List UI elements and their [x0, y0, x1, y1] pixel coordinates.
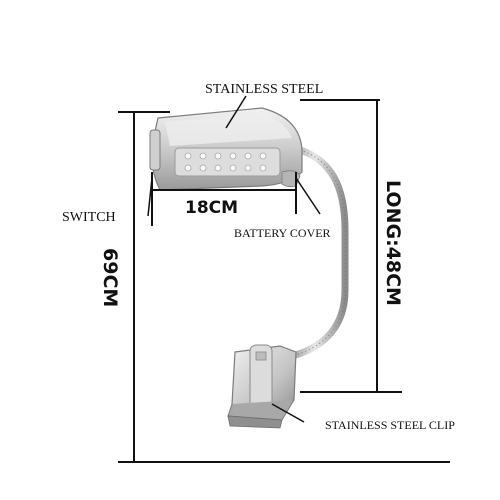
dimension-lines [118, 99, 450, 463]
leader-lines [147, 95, 321, 423]
label-neck-length: LONG:48CM [382, 180, 404, 306]
label-stainless-steel: STAINLESS STEEL [205, 82, 323, 97]
label-total-height: 69CM [99, 248, 121, 307]
switch-cap [149, 129, 161, 171]
clip-base [227, 344, 297, 429]
label-switch: SWITCH [62, 210, 116, 225]
label-head-width: 18CM [185, 198, 238, 218]
lamp-head [149, 107, 303, 191]
label-clip: STAINLESS STEEL CLIP [325, 418, 455, 432]
led-panel [174, 147, 281, 177]
lamp-illustration [149, 107, 349, 429]
led-dots [184, 152, 267, 172]
label-battery-cover: BATTERY COVER [234, 226, 331, 240]
